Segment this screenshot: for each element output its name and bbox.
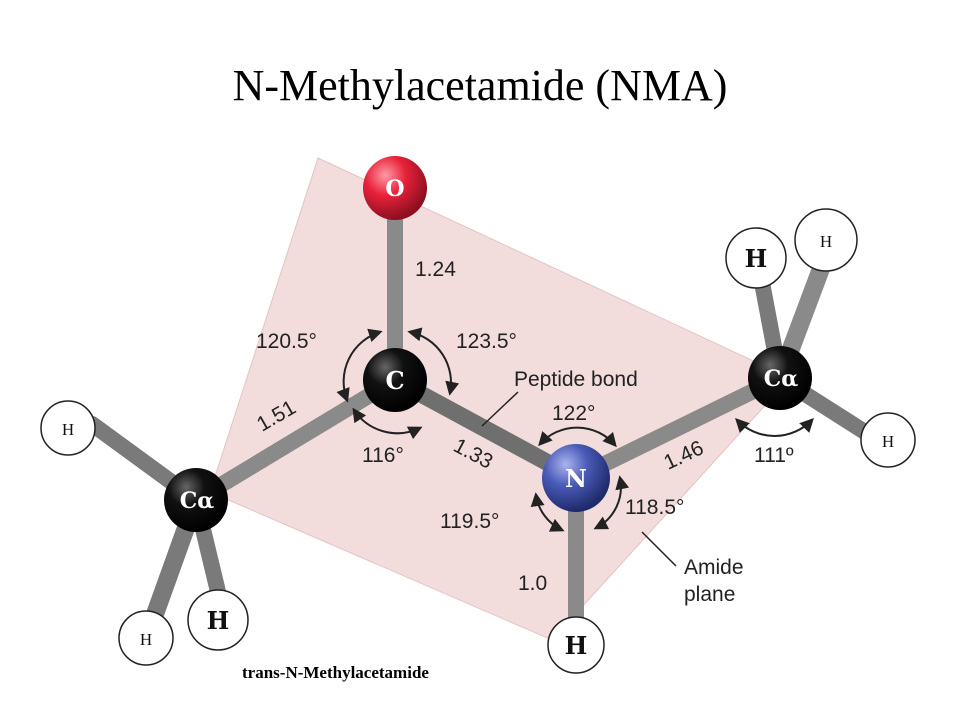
amide-plane-label-line1: Amide xyxy=(684,556,744,579)
atom-label-n: N xyxy=(565,464,587,493)
h-label: H xyxy=(62,420,74,439)
angle-ca-c-n: 116° xyxy=(362,444,404,467)
atom-label-o: O xyxy=(385,176,404,202)
bond-length-n-h: 1.0 xyxy=(518,572,547,595)
angle-c-n-ca: 122° xyxy=(552,402,595,425)
atom-alpha-carbon-left: Cα xyxy=(164,468,228,532)
atom-oxygen: O xyxy=(363,156,427,220)
amide-plane-pointer xyxy=(641,531,677,567)
angle-n-ca-c: 111º xyxy=(754,444,794,467)
bond-length-c-o: 1.24 xyxy=(415,258,456,281)
atom-hydrogen-right-top: H xyxy=(794,208,858,272)
atom-hydrogen-left-upper: H xyxy=(40,400,96,456)
atom-label-ca-right: Cα xyxy=(764,366,799,392)
atom-hydrogen-left-bottom: H xyxy=(118,610,174,666)
atom-hydrogen-right-front: H xyxy=(725,227,787,289)
h-label: H xyxy=(820,232,832,251)
atom-hydrogen-left-lower: H xyxy=(187,589,249,651)
amide-plane-label-line2: plane xyxy=(684,583,735,606)
atom-nitrogen: N xyxy=(542,444,610,512)
angle-o-c-n: 123.5° xyxy=(456,330,517,353)
h-label: H xyxy=(207,606,230,635)
page-title: N-Methylacetamide (NMA) xyxy=(232,61,728,110)
atom-hydrogen-right-side: H xyxy=(860,412,916,468)
atom-hydrogen-amide: H xyxy=(547,616,605,674)
h-label: H xyxy=(140,630,152,649)
peptide-bond-label: Peptide bond xyxy=(514,368,638,391)
angle-ca-c-o: 120.5° xyxy=(256,330,317,353)
angle-arcs xyxy=(336,327,814,532)
angle-c-n-h: 119.5° xyxy=(440,510,499,533)
figure-caption: trans-N-Methylacetamide xyxy=(242,663,429,682)
peptide-bond-pointer xyxy=(481,391,519,427)
atom-alpha-carbon-right: Cα xyxy=(748,346,812,410)
angle-h-n-ca: 118.5° xyxy=(625,496,684,519)
h-label: H xyxy=(565,631,588,660)
atom-label-ca-left: Cα xyxy=(180,488,215,514)
atom-label-c: C xyxy=(385,366,404,395)
h-label: H xyxy=(882,432,894,451)
h-label: H xyxy=(745,244,768,273)
atom-carbonyl-carbon: C xyxy=(363,348,427,412)
